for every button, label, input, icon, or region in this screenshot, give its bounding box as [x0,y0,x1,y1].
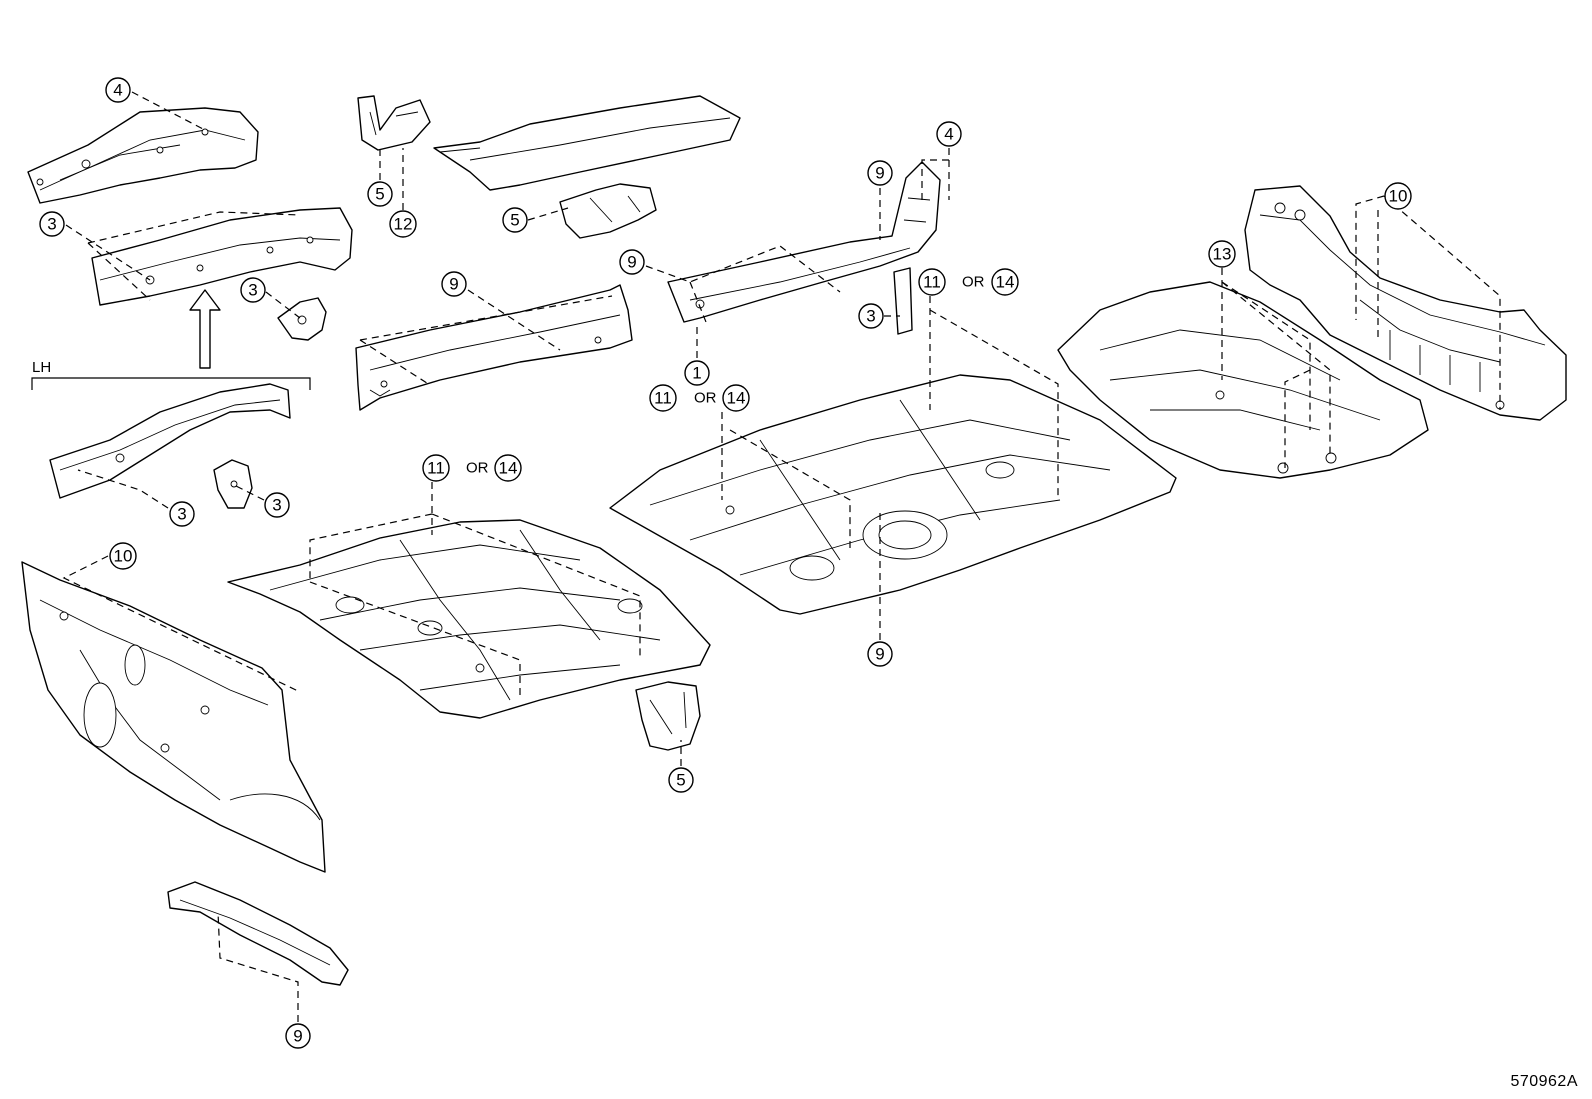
callout-4-top-left[interactable]: 4 [105,77,131,103]
callout-12-top[interactable]: 12 [389,210,417,238]
callout-number: 13 [1213,245,1232,264]
callout-number: 14 [499,459,518,478]
callout-9-side-member[interactable]: 9 [619,249,645,275]
callout-3-lh-left[interactable]: 3 [169,501,195,527]
callout-13[interactable]: 13 [1208,240,1236,268]
callout-number: 10 [1389,187,1408,206]
callout-9-center-bottom[interactable]: 9 [867,641,893,667]
or-word: OR [694,390,717,407]
callout-number: 1 [692,364,701,383]
callout-1-side-member[interactable]: 1 [684,360,710,386]
arrow-up-icon [189,289,221,369]
diagram-id-label: 570962A [1510,1073,1578,1090]
callout-number: 9 [627,253,636,272]
callout-number: 5 [676,771,685,790]
callout-5-bracket[interactable]: 5 [502,207,528,233]
callout-number: 11 [923,273,941,292]
callout-14-front[interactable]: 14 [494,454,522,482]
callout-number: 12 [394,215,413,234]
callout-number: 4 [944,125,953,144]
center-floor-pan[interactable] [609,374,1177,615]
lh-label: LH [32,359,51,376]
callout-number: 5 [510,211,519,230]
callout-number: 3 [272,496,281,515]
dash-panel[interactable] [21,561,326,873]
callout-11-center[interactable]: 11 [649,384,677,412]
rear-panel-assembly[interactable] [1244,185,1567,421]
callout-9-upper-right[interactable]: 9 [867,160,893,186]
front-side-member-lower[interactable] [91,207,353,306]
callout-number: 3 [47,215,56,234]
callout-number: 9 [293,1027,302,1046]
floor-side-member[interactable] [667,161,941,323]
front-bracket-callout-5[interactable] [559,183,657,239]
apron-bracket-upper[interactable] [357,95,431,151]
floor-bracket-callout-5[interactable] [635,681,701,751]
rear-floor-pan[interactable] [1057,281,1429,479]
callout-number: 14 [996,273,1015,292]
front-side-member-upper[interactable] [27,107,259,204]
callout-10-rear[interactable]: 10 [1384,182,1412,210]
callout-9-front-cross[interactable]: 9 [441,271,467,297]
callout-4-right[interactable]: 4 [936,121,962,147]
callout-11-front[interactable]: 11 [422,454,450,482]
lower-cross-member[interactable] [167,881,349,986]
front-floor-cross-member[interactable] [355,284,633,411]
or-word: OR [962,274,985,291]
callout-11-center-top[interactable]: 11 [918,268,946,296]
front-floor-pan[interactable] [227,519,711,719]
callout-9-bottom-left[interactable]: 9 [285,1023,311,1049]
callout-number: 10 [114,547,133,566]
lh-group-bracket [31,377,311,390]
callout-number: 14 [727,389,746,408]
callout-3-lh-right[interactable]: 3 [264,492,290,518]
callout-10-dash[interactable]: 10 [109,542,137,570]
callout-number: 5 [375,185,384,204]
callout-number: 3 [866,307,875,326]
lh-side-member[interactable] [49,383,291,499]
rocker-front-rail[interactable] [433,95,741,191]
leader-lines [62,91,1501,1022]
callout-3-sill[interactable]: 3 [858,303,884,329]
callout-number: 11 [427,459,445,478]
callout-5-top[interactable]: 5 [367,181,393,207]
callout-number: 4 [113,81,122,100]
lh-bracket-small[interactable] [213,459,253,509]
sill-extension-callout-3[interactable] [893,267,913,335]
or-word: OR [466,460,489,477]
callout-number: 9 [449,275,458,294]
callout-3-bracket[interactable]: 3 [240,277,266,303]
callout-number: 3 [248,281,257,300]
callout-number: 9 [875,164,884,183]
callout-14-center[interactable]: 14 [722,384,750,412]
callout-5-floor-bracket[interactable]: 5 [668,767,694,793]
callout-14-center-top[interactable]: 14 [991,268,1019,296]
callout-number: 11 [654,389,672,408]
callout-number: 3 [177,505,186,524]
callout-3-left-upper[interactable]: 3 [39,211,65,237]
bracket-small-upper[interactable] [277,297,327,341]
callout-number: 9 [875,645,884,664]
